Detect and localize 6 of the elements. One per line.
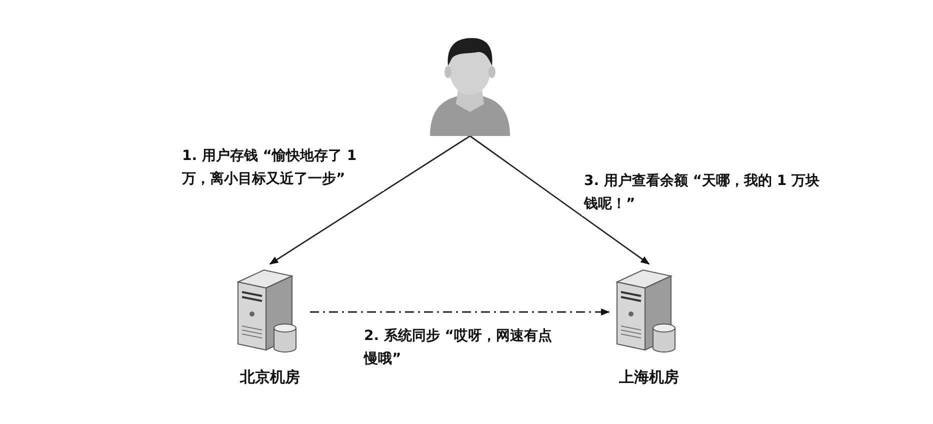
- edge-label: 1. 用户存钱 “愉快地存了 1 万，离小目标又近了一步”: [180, 145, 384, 192]
- node-label: 北京机房: [240, 368, 300, 387]
- arrow: [269, 135, 470, 265]
- node-label: 上海机房: [619, 368, 679, 387]
- arrow: [470, 135, 650, 265]
- arrow: [310, 308, 610, 316]
